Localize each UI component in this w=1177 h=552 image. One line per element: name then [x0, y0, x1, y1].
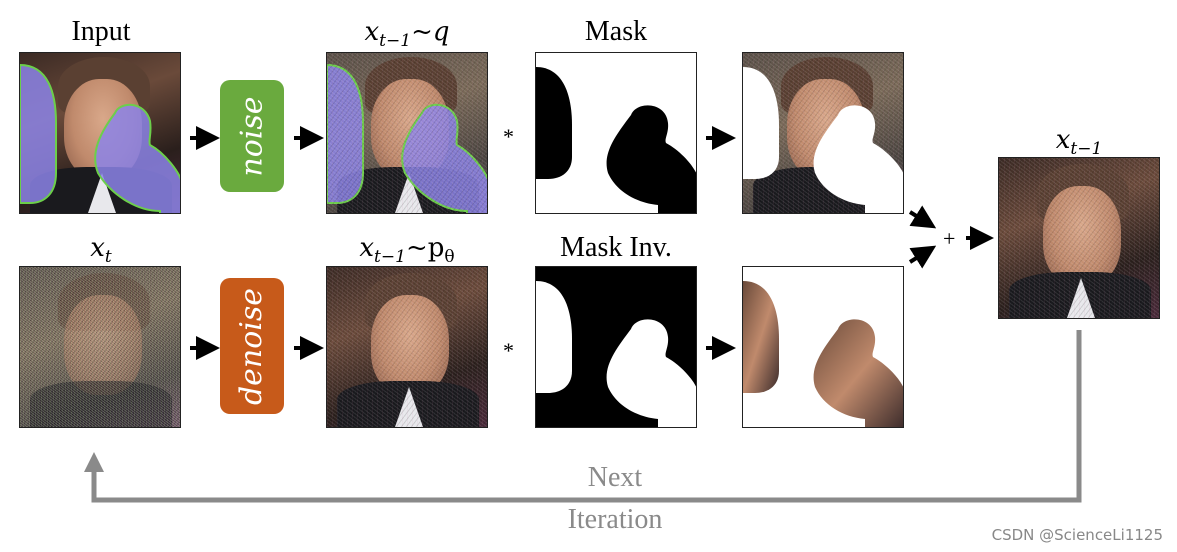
label-x: x — [1055, 125, 1071, 155]
arrow-generated-to-plus — [908, 245, 937, 269]
denoise-box: denoise — [220, 278, 284, 414]
noise-texture — [999, 158, 1159, 318]
output-image — [998, 157, 1160, 319]
input-image — [19, 52, 181, 214]
label-subscript: t−1 — [374, 247, 406, 267]
label-mask-inv: Mask Inv. — [560, 232, 672, 263]
label-input: Input — [71, 16, 131, 47]
mask-inv-image — [535, 266, 697, 428]
noise-texture — [20, 267, 180, 427]
label-theta: θ — [444, 247, 455, 267]
loop-label-iteration: Iteration — [567, 504, 663, 535]
noise-texture — [327, 267, 487, 427]
label-x: x — [90, 233, 105, 263]
xt-noisy-image — [19, 266, 181, 428]
plus-operator: + — [943, 226, 956, 251]
label-p: p — [427, 233, 445, 263]
mask-image — [535, 52, 697, 214]
watermark: CSDN @ScienceLi1125 — [991, 526, 1163, 544]
multiply-operator-bottom: * — [503, 338, 514, 363]
noise-box: noise — [220, 80, 284, 192]
known-region-image — [742, 52, 904, 214]
label-subscript: t — [104, 247, 112, 267]
loop-label-next: Next — [587, 462, 643, 493]
mask-overlay — [327, 63, 487, 213]
label-xt: xt — [20, 232, 182, 273]
denoise-label: denoise — [234, 287, 270, 405]
label-output: xt−1 — [998, 124, 1160, 165]
mask-inv-shapes — [536, 281, 696, 427]
multiply-operator-top: * — [503, 124, 514, 149]
white-holes — [743, 67, 903, 213]
shirt — [1067, 278, 1095, 318]
label-x: x — [359, 233, 375, 263]
noise-label: noise — [234, 95, 270, 177]
generated-shapes — [743, 281, 903, 427]
label-xt-minus-1-p-theta: xt−1~pθ — [310, 232, 504, 273]
face — [1043, 186, 1121, 286]
label-tilde: ~ — [405, 233, 428, 263]
label-xt-minus-1-q: xt−1~q — [326, 16, 488, 57]
noised-input-image — [326, 52, 488, 214]
label-q: q — [432, 17, 450, 47]
generated-region-image — [742, 266, 904, 428]
mask-shapes — [536, 67, 696, 213]
arrow-known-to-plus — [908, 205, 937, 229]
label-mask: Mask — [584, 16, 648, 47]
noise-texture — [327, 53, 487, 213]
label-subscript: t−1 — [1070, 139, 1103, 159]
label-subscript: t−1 — [379, 31, 412, 51]
label-tilde: ~ — [411, 17, 433, 47]
label-x: x — [364, 17, 380, 47]
denoised-image — [326, 266, 488, 428]
mask-overlay — [20, 63, 180, 213]
